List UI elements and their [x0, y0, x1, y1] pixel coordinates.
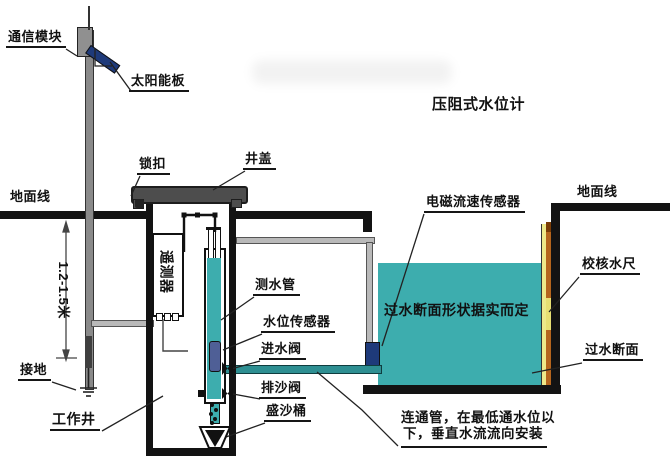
solar-bracket	[94, 48, 112, 67]
leader-lock	[130, 175, 141, 197]
lock-label: 锁扣	[137, 156, 171, 176]
staff-gauge-strip	[546, 222, 552, 385]
ground-line-left-label: 地面线	[10, 189, 51, 204]
ground-line-middle	[236, 211, 370, 219]
staff-gauge-label: 校核水尺	[580, 256, 641, 276]
diagram-title: 压阻式水位计	[432, 96, 526, 113]
pole-to-well-conduit	[91, 320, 154, 327]
leader-sand-bucket	[225, 422, 266, 438]
leader-flow-sensor	[381, 213, 425, 347]
leader-cross-section	[531, 362, 583, 374]
leader-level-sensor	[222, 333, 263, 351]
level-sensor-label: 水位传感器	[261, 314, 335, 334]
ground-symbol-icon	[80, 368, 97, 397]
sand-valve-icon	[222, 388, 233, 399]
channel-water	[378, 263, 545, 385]
ground-line-left	[0, 211, 147, 219]
inlet-valve-label: 进水阀	[259, 341, 306, 361]
logger-box	[152, 233, 184, 317]
inlet-valve-icon	[222, 362, 233, 375]
cable-conduit-horizontal	[236, 237, 375, 244]
leader-measuring-pipe	[220, 296, 255, 321]
leader-conn-pipe-note	[316, 371, 399, 447]
logger-wire	[162, 319, 188, 352]
sand-dots	[209, 403, 218, 425]
well-left-wall	[146, 202, 153, 455]
conn-pipe-note-line2: 下，垂直水流流向安装	[401, 426, 547, 448]
logger-leg	[156, 313, 163, 321]
sand-valve-nub	[198, 390, 205, 397]
pole-dark-segment	[85, 336, 92, 368]
staff-gauge-backing-strip	[541, 224, 547, 385]
water-level-sensor-body	[209, 341, 221, 372]
section-note-label: 过水断面形状据实而定	[384, 302, 529, 318]
working-well-label: 工作井	[50, 411, 100, 432]
channel-bottom	[363, 385, 561, 394]
comm-module-label: 通信模块	[6, 29, 67, 49]
well-cover-right-lip	[231, 199, 242, 208]
vent-riser-cap	[206, 227, 214, 230]
channel-right-wall	[551, 209, 560, 391]
sand-valve-label: 排沙阀	[259, 380, 306, 400]
ground-line-right	[551, 203, 670, 211]
leader-cover	[212, 170, 246, 191]
grounding-label: 接地	[18, 362, 52, 382]
leader-grounding	[51, 381, 77, 391]
leader-inlet-valve	[230, 360, 261, 370]
ground-line-right-label: 地面线	[577, 184, 618, 199]
leader-working-well	[101, 395, 164, 432]
logger-leg	[172, 313, 179, 321]
well-bottom	[146, 448, 236, 456]
measuring-pipe-label: 测水管	[253, 277, 300, 297]
logger-leg	[164, 313, 171, 321]
leader-staff-gauge	[548, 276, 580, 313]
cover-label: 井盖	[243, 151, 277, 171]
flow-sensor-label: 电磁流速传感器	[424, 194, 525, 214]
cross-section-label: 过水断面	[583, 342, 644, 362]
channel-left-corner	[363, 211, 372, 232]
watermark	[252, 60, 452, 84]
sand-bucket-label: 盛沙桶	[264, 403, 311, 423]
solar-panel-label: 太阳能板	[129, 73, 190, 93]
lock-buckle	[135, 199, 144, 208]
leader-solar-panel	[109, 61, 132, 92]
sand-bucket-fill	[205, 430, 225, 447]
vent-riser-cap	[213, 227, 221, 230]
vent-u-pipe-joints	[181, 212, 218, 218]
vent-u-pipe	[182, 213, 217, 252]
leader-comm-module	[65, 48, 78, 57]
depth-dimension-label: 1.2-1.5米	[56, 261, 72, 319]
leader-sand-valve	[232, 393, 261, 400]
conn-pipe-note-line1: 连通管，在最低通水位以	[401, 410, 555, 425]
dimension-line	[56, 219, 77, 363]
well-right-wall	[229, 202, 236, 455]
